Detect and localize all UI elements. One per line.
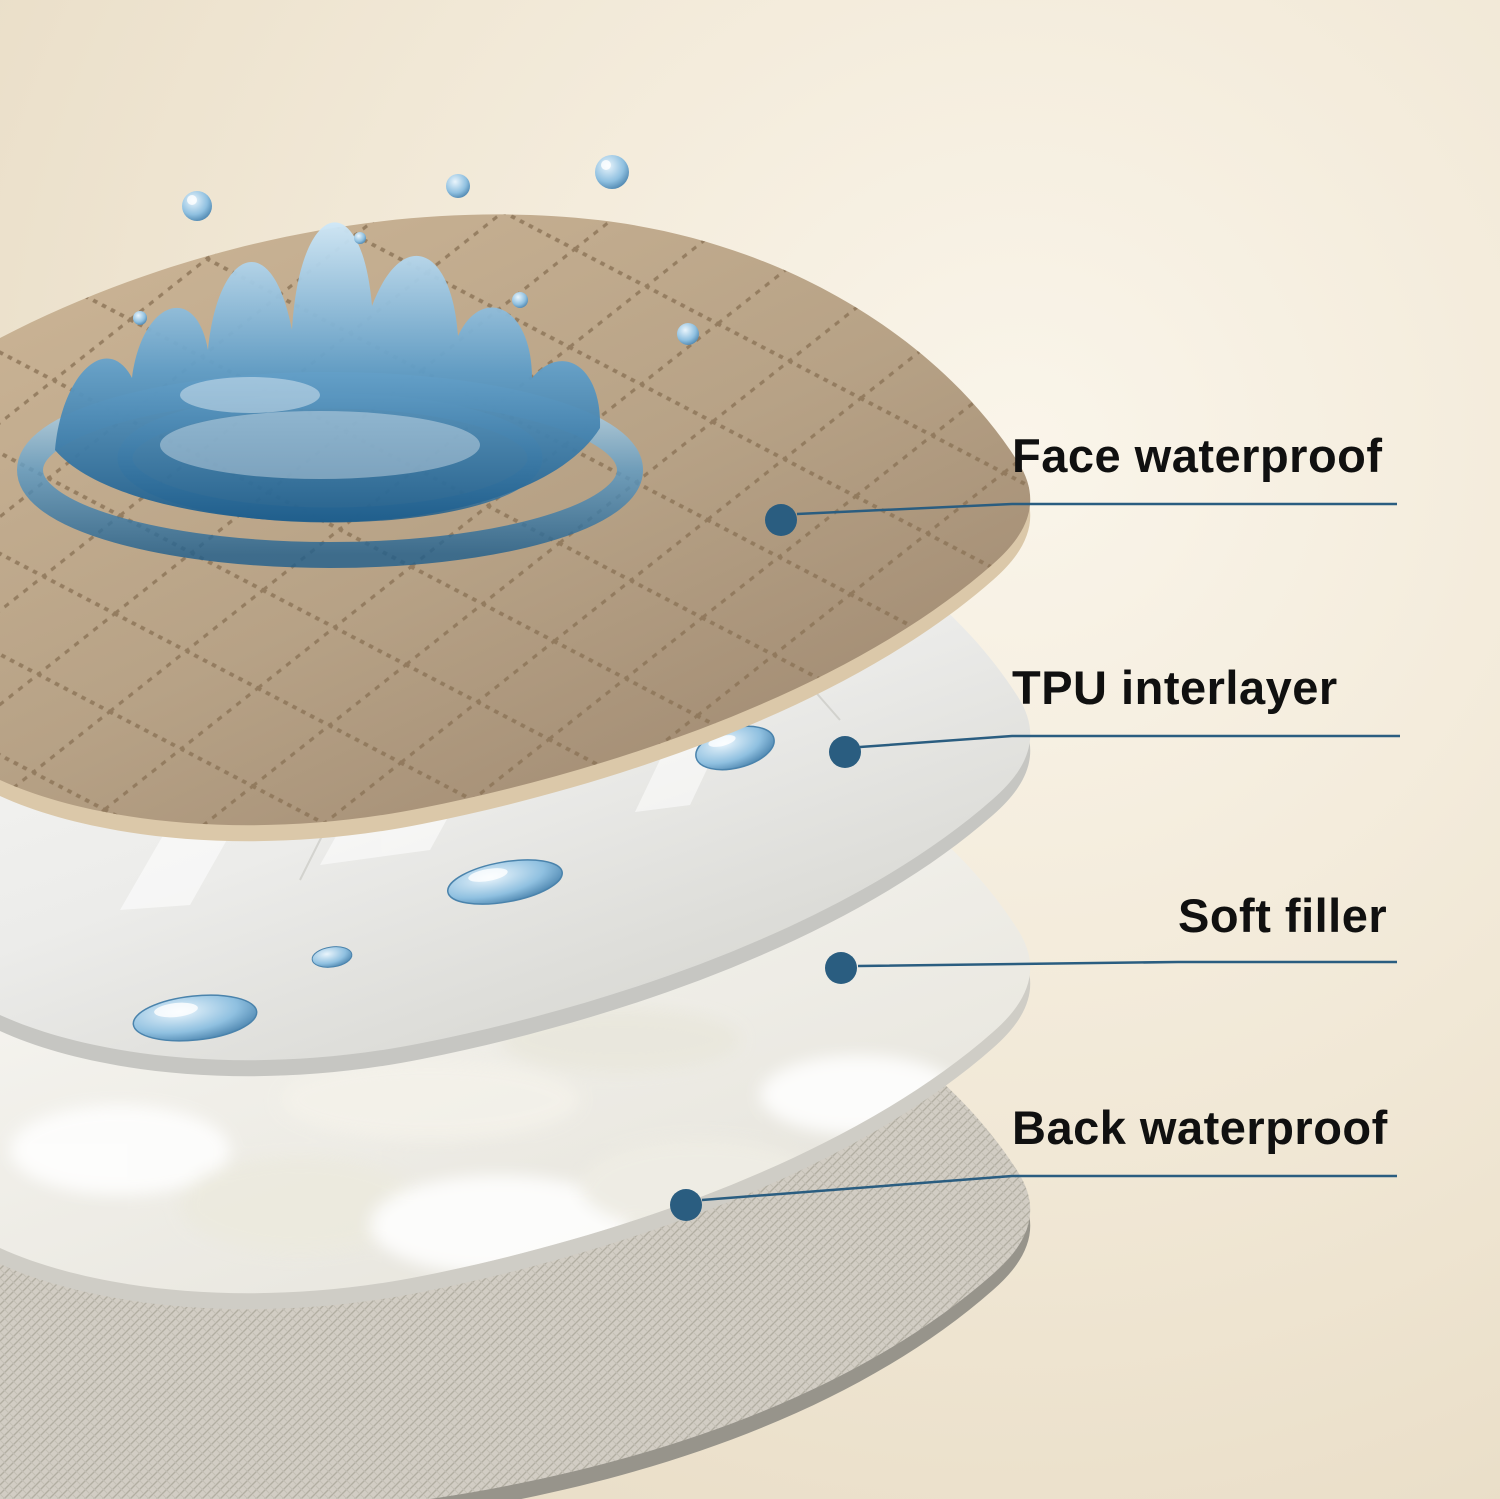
callouts xyxy=(670,502,1400,1221)
water-splash-icon xyxy=(17,155,699,568)
label-soft-filler: Soft filler xyxy=(1178,889,1388,942)
leader-line-face-waterproof xyxy=(796,502,1397,516)
label-face-waterproof: Face waterproof xyxy=(1012,429,1383,482)
callout-dot-back-waterproof xyxy=(670,1189,702,1221)
leader-line-tpu-interlayer xyxy=(859,734,1400,749)
callout-dot-face-waterproof xyxy=(765,504,797,536)
label-back-waterproof: Back waterproof xyxy=(1012,1101,1388,1154)
callout-dot-soft-filler xyxy=(825,952,857,984)
label-tpu-interlayer: TPU interlayer xyxy=(1012,661,1338,714)
callout-dot-tpu-interlayer xyxy=(829,736,861,768)
face-waterproof-layer xyxy=(0,155,1031,842)
leader-line-back-waterproof xyxy=(701,1174,1397,1202)
leader-line-soft-filler xyxy=(857,960,1397,968)
